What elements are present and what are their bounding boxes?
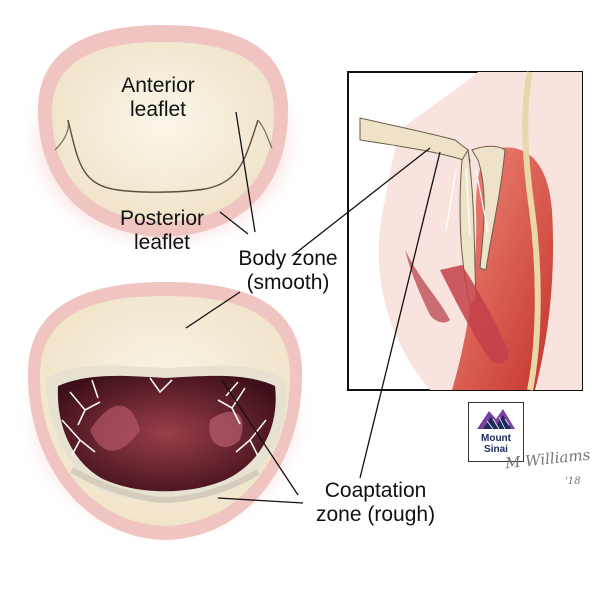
coaptation-pointer-lower — [217, 497, 304, 504]
anterior-leaflet-label: Anterior leaflet — [121, 74, 195, 121]
coaptation-pointer-upper — [221, 379, 299, 496]
mount-sinai-logo: Mount Sinai — [468, 402, 524, 462]
logo-wordmark: Mount Sinai — [481, 433, 511, 455]
coaptation-zone-label: Coaptation zone (rough) — [316, 479, 436, 526]
closed-valve-drawing — [17, 22, 309, 258]
body-zone-label: Body zone (smooth) — [238, 247, 338, 294]
cross-section-panel — [347, 71, 583, 391]
logo-mountain-icon — [477, 409, 515, 430]
open-valve-drawing — [15, 282, 315, 548]
coaptation-pointer-right — [359, 151, 441, 479]
body-zone-pointer-right — [291, 147, 431, 257]
posterior-pointer — [219, 211, 249, 235]
body-zone-pointer-left — [185, 291, 241, 329]
posterior-leaflet-label: Posterior leaflet — [119, 207, 205, 254]
anterior-pointer — [235, 111, 256, 233]
signature-year: '18 — [565, 476, 581, 487]
pointer-lines — [185, 111, 441, 504]
